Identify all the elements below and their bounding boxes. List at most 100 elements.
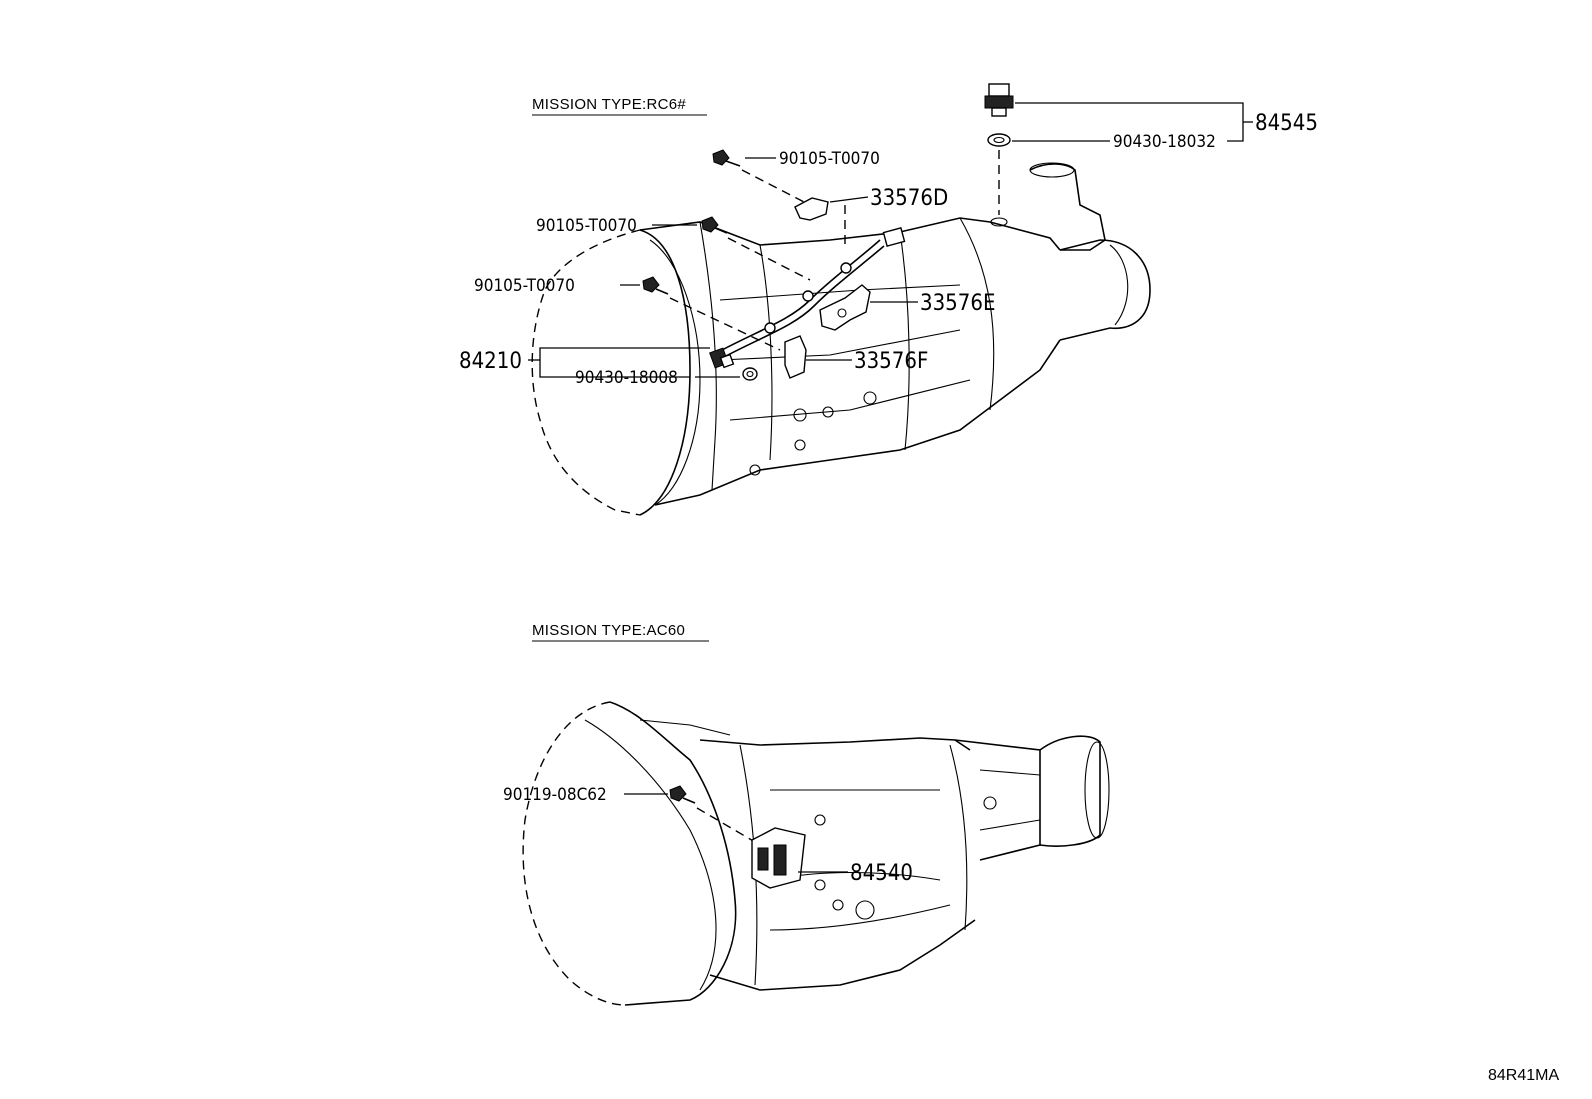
part-label-90105-b: 90105-T0070 xyxy=(536,216,637,236)
bolt-90119-08C62: 90119-08C62 xyxy=(503,785,756,843)
bolt-shank xyxy=(682,797,696,804)
leader-84210-top xyxy=(539,347,710,360)
section-title-rc6: MISSION TYPE:RC6# xyxy=(532,96,686,113)
part-label-84545: 84545 xyxy=(1255,111,1318,136)
case-rib-3 xyxy=(769,904,951,931)
case-bottom-edge xyxy=(709,919,976,991)
bolt-head xyxy=(712,149,730,166)
leader-33576D xyxy=(829,196,869,203)
bracket-33576F: 33576F xyxy=(784,335,928,379)
harness-wire-2 xyxy=(725,245,885,357)
harness-connector xyxy=(882,227,906,247)
bolt-head xyxy=(669,785,687,802)
gasket-hole xyxy=(993,136,1005,144)
case-seam-1 xyxy=(699,221,717,491)
bell-housing-outline xyxy=(522,701,626,1006)
case-boss xyxy=(822,406,834,418)
case-rib-2 xyxy=(719,329,961,361)
case-boss xyxy=(983,796,997,810)
extension-housing xyxy=(1059,239,1151,341)
section-ac60: MISSION TYPE:AC60 xyxy=(503,622,1110,1006)
sensor-84545-body xyxy=(984,95,1014,109)
part-label-90430-18008: 90430-18008 xyxy=(575,368,678,388)
install-line-bolt-c xyxy=(669,297,781,351)
bolt-head xyxy=(701,216,719,233)
leader-84210-bottom xyxy=(539,360,690,378)
tail-housing xyxy=(1039,735,1101,847)
case-boss xyxy=(794,439,806,451)
extension-rib xyxy=(979,819,1041,831)
part-label-33576D: 33576D xyxy=(870,186,948,211)
part-label-90105-c: 90105-T0070 xyxy=(474,276,575,296)
clamp-33576D-body xyxy=(794,197,829,221)
case-seam-2 xyxy=(759,244,773,461)
bell-housing-inner xyxy=(584,719,717,991)
bolt-90105-a: 90105-T0070 xyxy=(712,149,880,206)
extension-housing xyxy=(954,739,1041,861)
sensor-84545: 84545 90430-18032 xyxy=(984,83,1318,227)
switch-84540-terminals xyxy=(757,847,769,871)
case-boss xyxy=(832,899,844,911)
gasket-90430-18008 xyxy=(742,367,758,381)
extension-rib xyxy=(979,769,1041,776)
tail-flange xyxy=(1084,741,1110,839)
bolt-90105-b: 90105-T0070 xyxy=(536,216,811,281)
bracket-33576F-body xyxy=(784,335,807,379)
gasket-hole xyxy=(746,370,754,378)
part-label-33576E: 33576E xyxy=(920,291,995,316)
case-rib-3 xyxy=(729,379,971,421)
case-bottom-edge xyxy=(654,339,1061,506)
harness-clip xyxy=(802,290,814,302)
switch-84540: 84540 xyxy=(751,827,913,889)
part-label-90105-a: 90105-T0070 xyxy=(779,149,880,169)
shift-tower-top xyxy=(1029,162,1075,178)
switch-84540-connector xyxy=(773,844,787,876)
case-top-edge xyxy=(699,737,971,751)
clamp-33576D: 33576D xyxy=(794,186,948,245)
bell-housing-top xyxy=(639,719,731,736)
bolt-shank xyxy=(725,160,741,167)
bolt-head xyxy=(642,276,660,293)
bolt-shank xyxy=(714,227,728,234)
case-seam-2 xyxy=(949,744,968,931)
sensor-port xyxy=(990,217,1008,227)
part-label-90119-08C62: 90119-08C62 xyxy=(503,785,607,805)
bracket-33576E-body xyxy=(819,284,871,331)
section-title-ac60: MISSION TYPE:AC60 xyxy=(532,622,685,639)
case-boss xyxy=(793,408,807,422)
bell-housing-inner xyxy=(649,239,701,506)
gasket-90430-18032 xyxy=(987,133,1011,147)
shift-tower xyxy=(1029,163,1106,251)
case-boss xyxy=(749,464,761,476)
bell-housing-outline xyxy=(531,229,641,516)
wire-harness xyxy=(721,227,906,357)
case-boss xyxy=(814,879,826,891)
harness-clip xyxy=(840,262,852,274)
part-label-90430-18032: 90430-18032 xyxy=(1113,132,1216,152)
section-rc6: MISSION TYPE:RC6# xyxy=(459,83,1318,516)
part-label-84540: 84540 xyxy=(850,861,913,886)
bracket-33576E: 33576E xyxy=(819,284,995,331)
sensor-84545-cap xyxy=(988,83,1010,97)
part-label-84210: 84210 xyxy=(459,349,522,374)
sensor-84210: 84210 90430-18008 xyxy=(459,347,758,388)
case-boss xyxy=(855,900,875,920)
bracket-hole xyxy=(837,308,847,318)
bell-housing-rim xyxy=(639,229,691,516)
bell-housing-rim xyxy=(609,701,737,1006)
bolt-90105-c: 90105-T0070 xyxy=(474,276,781,351)
sensor-84210-tip xyxy=(719,353,735,369)
part-label-33576F: 33576F xyxy=(854,349,928,374)
bolt-shank xyxy=(655,288,669,295)
figure-code: 84R41MA xyxy=(1488,1067,1559,1084)
extension-flange xyxy=(1109,244,1129,326)
case-top-edge xyxy=(639,217,1061,251)
transmission-ac60 xyxy=(522,701,1110,1006)
sensor-84545-thread xyxy=(991,107,1007,117)
case-boss xyxy=(863,391,877,405)
case-boss xyxy=(814,814,826,826)
harness-clip xyxy=(764,322,776,334)
install-line-bolt xyxy=(696,807,756,843)
